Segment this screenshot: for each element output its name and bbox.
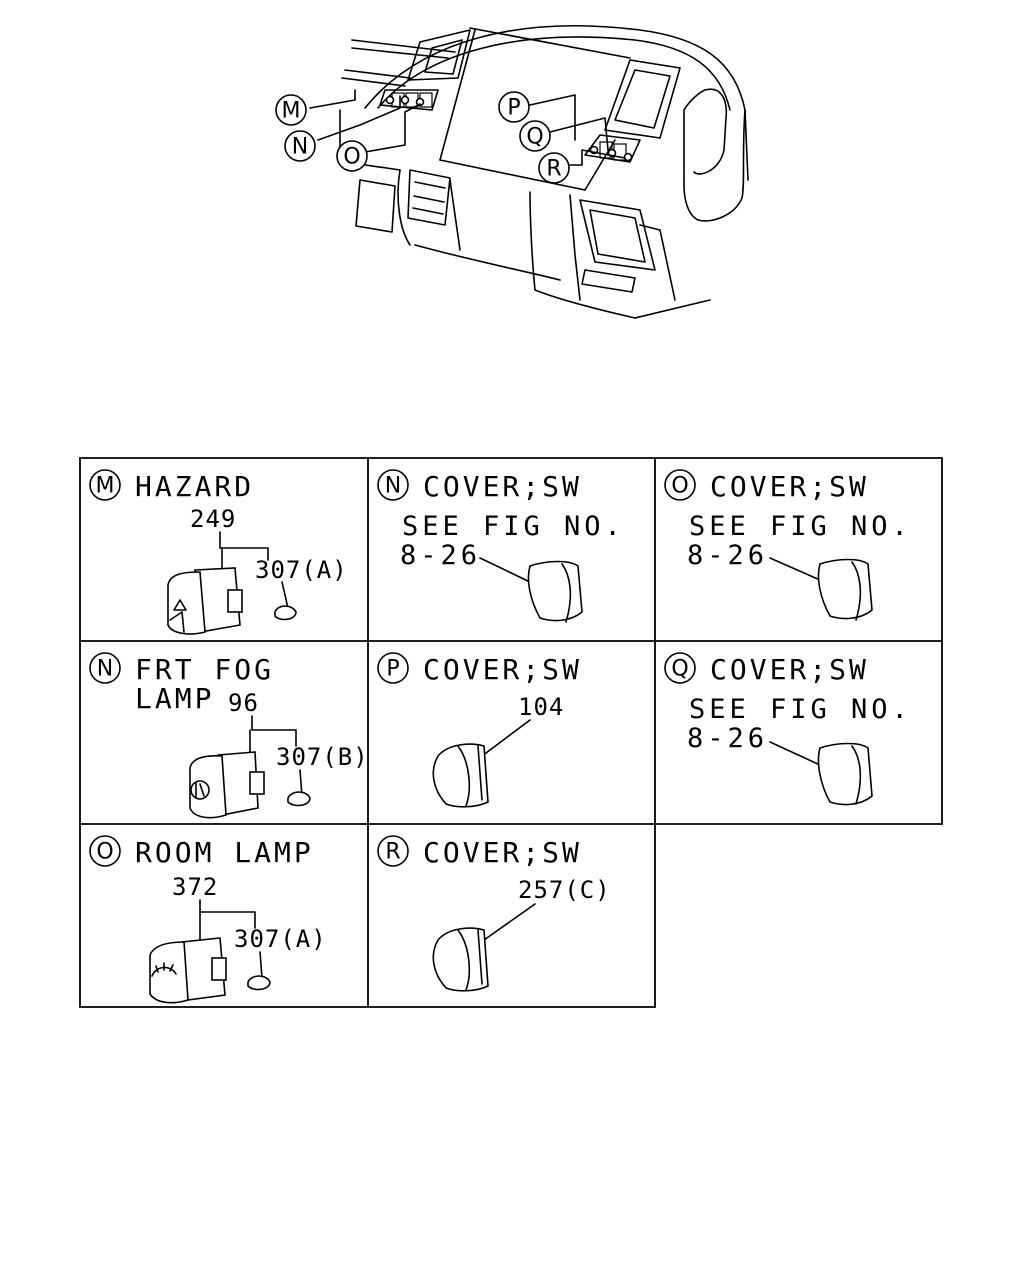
callout-p: P [498,91,530,123]
callout-r: R [538,152,570,184]
callout-q: Q [519,120,551,152]
fig-reference: 8-26 [687,540,768,571]
cell-cover-sw-o: O COVER;SW SEE FIG NO. 8-26 [664,469,912,621]
cell-title: COVER;SW [423,470,582,503]
cell-cover-sw-p: P COVER;SW 104 [377,652,582,808]
callout-n: N [284,130,316,162]
cell-letter-badge: Q [664,652,696,684]
cell-title: FRT FOG [135,653,274,686]
see-fig-note: SEE FIG NO. [402,511,625,542]
fig-reference: 8-26 [400,540,481,571]
svg-text:R: R [546,157,561,182]
hazard-switch-illustration [167,567,297,635]
part-number: 257(C) [518,876,611,904]
svg-text:M: M [282,99,301,124]
svg-text:O: O [96,840,113,865]
cell-letter-badge: O [664,469,696,501]
see-fig-note: SEE FIG NO. [689,511,912,542]
part-number: 104 [518,693,564,721]
svg-text:P: P [386,657,399,682]
part-number: 249 [190,505,236,533]
cell-letter-badge: P [377,652,409,684]
callout-o: O [336,140,368,172]
svg-text:P: P [507,96,520,121]
cell-frt-fog-lamp: N FRT FOG LAMP 96 307(B) [89,652,369,819]
fog-lamp-switch-illustration [189,751,311,819]
dashboard-illustration [309,25,749,319]
cell-letter-badge: O [89,835,121,867]
cell-title: ROOM LAMP [135,836,314,869]
part-number: 372 [172,873,218,901]
cell-title: HAZARD [135,470,254,503]
cell-hazard: M HAZARD 249 307(A) [89,469,348,635]
switch-cover-illustration [817,558,873,621]
callout-m: M [275,94,307,126]
cell-title: COVER;SW [710,470,869,503]
cell-cover-sw-n: N COVER;SW SEE FIG NO. 8-26 [377,469,625,623]
svg-text:O: O [343,145,360,170]
switch-cover-illustration [432,927,489,992]
cell-title: COVER;SW [423,653,582,686]
svg-text:N: N [292,135,308,160]
part-number: 307(B) [276,743,369,771]
see-fig-note: SEE FIG NO. [689,694,912,725]
cell-title-line2: LAMP [135,682,214,715]
switch-cover-illustration [817,742,873,806]
room-lamp-switch-illustration [149,937,271,1004]
switch-cover-illustration [432,743,489,808]
switch-cover-illustration [527,560,583,623]
part-number: 96 [228,689,259,717]
cell-letter-badge: M [89,469,121,501]
cell-room-lamp: O ROOM LAMP 372 307(A) [89,835,327,1004]
fig-reference: 8-26 [687,723,768,754]
cell-title: COVER;SW [710,653,869,686]
cell-letter-badge: N [89,652,121,684]
svg-text:R: R [385,840,400,865]
svg-text:M: M [96,474,115,499]
part-number: 307(A) [234,925,327,953]
cell-title: COVER;SW [423,836,582,869]
cell-cover-sw-r: R COVER;SW 257(C) [377,835,611,992]
part-number: 307(A) [255,556,348,584]
parts-table [79,457,943,1008]
cell-letter-badge: R [377,835,409,867]
svg-text:Q: Q [671,657,688,682]
svg-text:O: O [671,474,688,499]
cell-cover-sw-q: Q COVER;SW SEE FIG NO. 8-26 [664,652,912,806]
svg-text:Q: Q [526,125,543,150]
svg-text:N: N [385,474,401,499]
cell-letter-badge: N [377,469,409,501]
svg-text:N: N [97,657,113,682]
